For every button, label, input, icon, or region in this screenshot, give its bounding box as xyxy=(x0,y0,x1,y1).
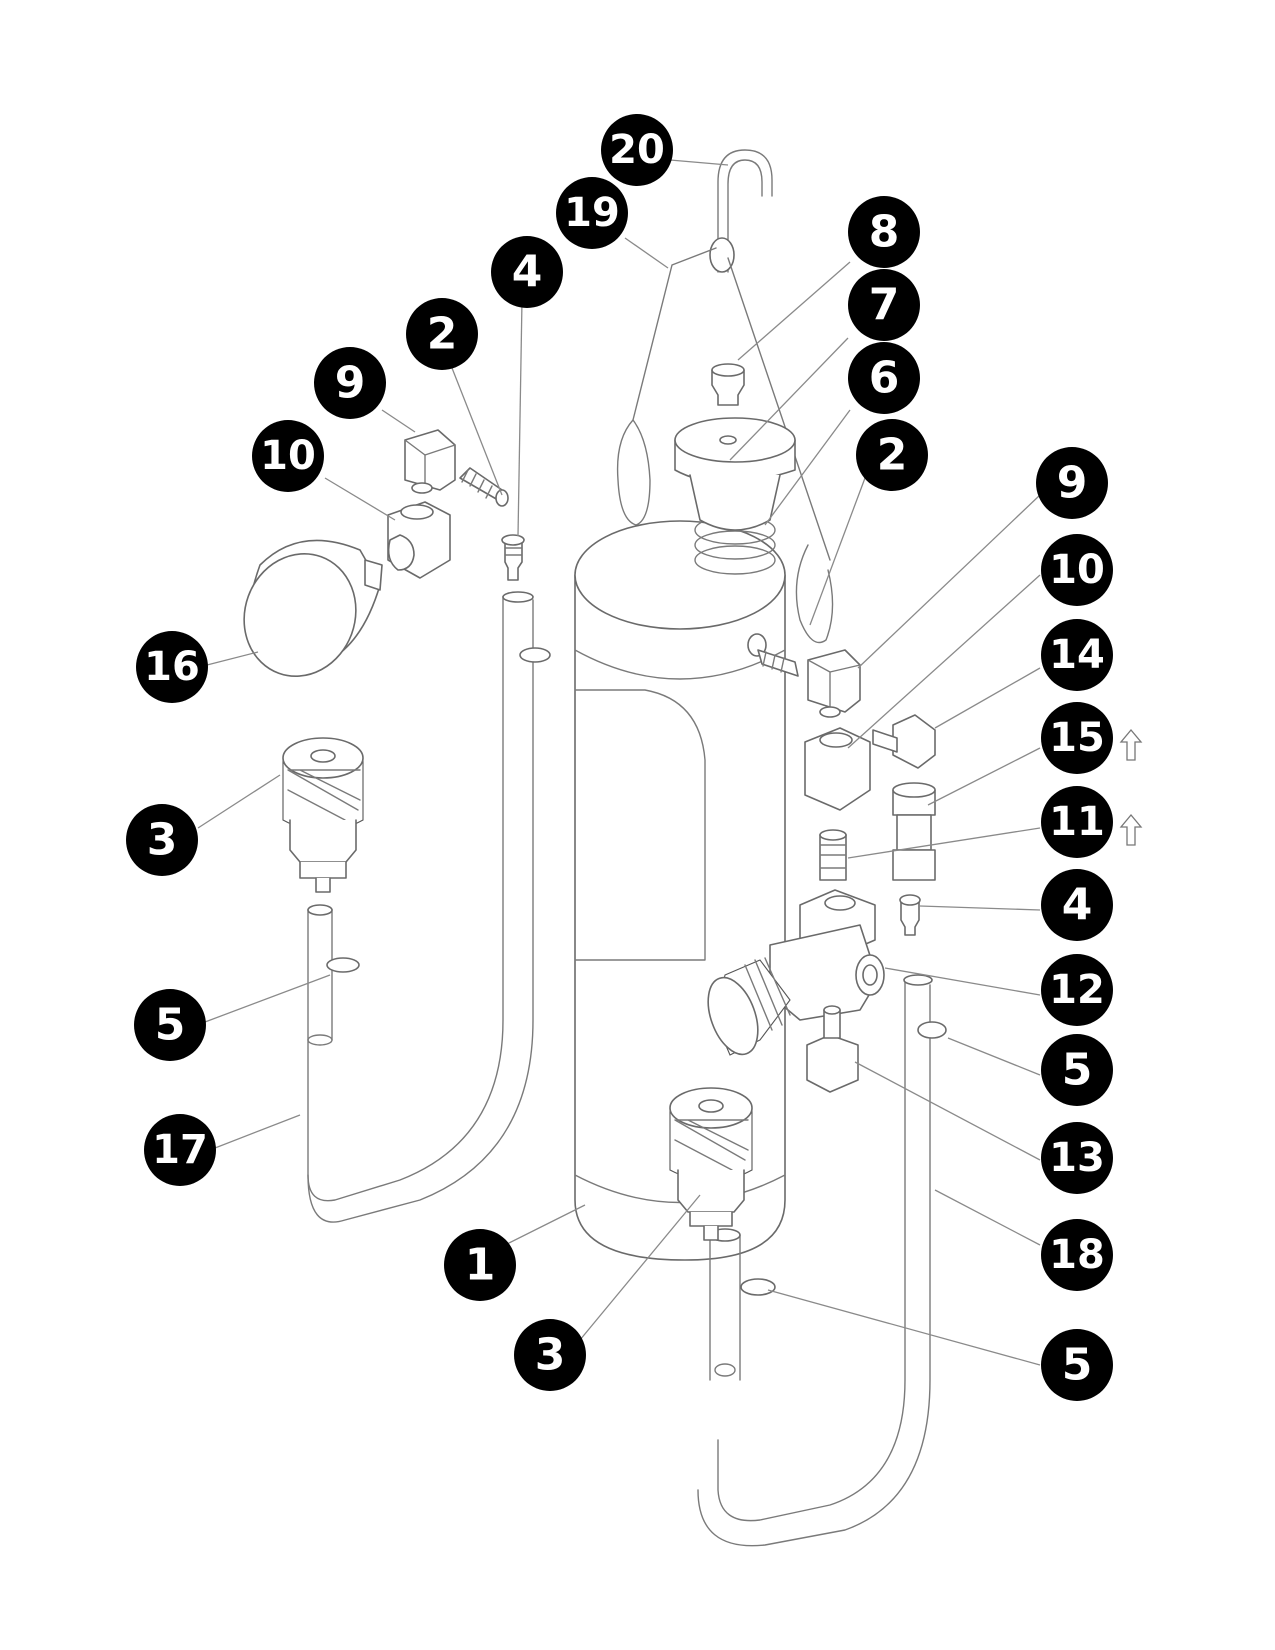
callout-10-left: 10 xyxy=(252,420,324,492)
callout-17: 17 xyxy=(144,1114,216,1186)
fill-cap xyxy=(674,417,796,531)
svg-text:4: 4 xyxy=(512,247,543,298)
svg-text:5: 5 xyxy=(155,1000,186,1051)
callout-1: 1 xyxy=(444,1229,516,1301)
svg-text:8: 8 xyxy=(869,207,900,258)
callout-5-right-bottom: 5 xyxy=(1041,1329,1113,1401)
hose-barb-left xyxy=(501,534,525,581)
svg-text:13: 13 xyxy=(1049,1135,1105,1181)
svg-text:18: 18 xyxy=(1049,1232,1105,1278)
leader-lines xyxy=(197,159,1041,1366)
callout-9-left: 9 xyxy=(314,347,386,419)
svg-text:12: 12 xyxy=(1049,967,1105,1013)
callout-6: 6 xyxy=(848,342,920,414)
svg-text:10: 10 xyxy=(260,433,316,479)
svg-text:7: 7 xyxy=(869,280,900,331)
callout-18: 18 xyxy=(1041,1219,1113,1291)
elbow-fitting-right xyxy=(807,649,861,718)
tube-right-long xyxy=(697,974,947,1547)
svg-text:5: 5 xyxy=(1062,1340,1093,1391)
quick-coupler-left xyxy=(282,737,364,893)
svg-text:5: 5 xyxy=(1062,1045,1093,1096)
callout-12: 12 xyxy=(1041,954,1113,1026)
callout-3-left: 3 xyxy=(126,804,198,876)
elbow-fitting-small xyxy=(872,714,936,769)
regulator xyxy=(707,889,885,1056)
svg-text:9: 9 xyxy=(335,358,366,409)
callout-15: 15 xyxy=(1041,702,1113,774)
tank-body xyxy=(574,520,786,1261)
svg-text:6: 6 xyxy=(869,353,900,404)
svg-text:16: 16 xyxy=(144,644,200,690)
callout-14: 14 xyxy=(1041,619,1113,691)
check-valve xyxy=(819,829,847,881)
svg-text:9: 9 xyxy=(1057,458,1088,509)
svg-text:19: 19 xyxy=(564,190,620,236)
adapter-fitting xyxy=(806,1005,859,1093)
callout-19: 19 xyxy=(556,177,628,249)
tee-fitting-right xyxy=(804,727,871,811)
svg-text:3: 3 xyxy=(535,1330,566,1381)
flow-arrow-11 xyxy=(1119,813,1143,846)
svg-text:11: 11 xyxy=(1049,799,1105,845)
callout-13: 13 xyxy=(1041,1122,1113,1194)
elbow-fitting-left xyxy=(404,429,456,494)
svg-text:4: 4 xyxy=(1062,880,1093,931)
callout-5-left: 5 xyxy=(134,989,206,1061)
svg-text:14: 14 xyxy=(1049,632,1105,678)
callout-11: 11 xyxy=(1041,786,1113,858)
callout-5-right-top: 5 xyxy=(1041,1034,1113,1106)
pressure-gauge xyxy=(243,539,383,678)
nipple-right-upper xyxy=(757,649,799,677)
svg-text:15: 15 xyxy=(1049,715,1105,761)
svg-text:2: 2 xyxy=(877,430,908,481)
svg-text:2: 2 xyxy=(427,309,458,360)
vent-plug xyxy=(711,363,745,406)
callout-20: 20 xyxy=(601,114,673,186)
svg-text:20: 20 xyxy=(609,127,665,173)
hose-barb-right xyxy=(899,894,921,936)
nipple-left xyxy=(459,467,509,507)
tee-fitting-left xyxy=(387,501,451,579)
hanger-hook xyxy=(709,149,773,273)
flow-arrow-15 xyxy=(1119,728,1143,761)
callout-2-left: 2 xyxy=(406,298,478,370)
svg-text:17: 17 xyxy=(152,1127,208,1173)
callout-16: 16 xyxy=(136,631,208,703)
callout-10-right: 10 xyxy=(1041,534,1113,606)
tube-left-long xyxy=(307,591,551,1223)
callout-2-right: 2 xyxy=(856,419,928,491)
callout-7: 7 xyxy=(848,269,920,341)
callout-4-right: 4 xyxy=(1041,869,1113,941)
callout-4-top: 4 xyxy=(491,236,563,308)
tube-left-short xyxy=(307,904,360,1046)
svg-text:3: 3 xyxy=(147,815,178,866)
union-fitting xyxy=(892,782,936,881)
callout-3-bottom: 3 xyxy=(514,1319,586,1391)
svg-text:10: 10 xyxy=(1049,547,1105,593)
quick-coupler-bottom xyxy=(669,1087,753,1241)
callout-9-right: 9 xyxy=(1036,447,1108,519)
callout-8: 8 xyxy=(848,196,920,268)
svg-text:1: 1 xyxy=(465,1240,496,1291)
